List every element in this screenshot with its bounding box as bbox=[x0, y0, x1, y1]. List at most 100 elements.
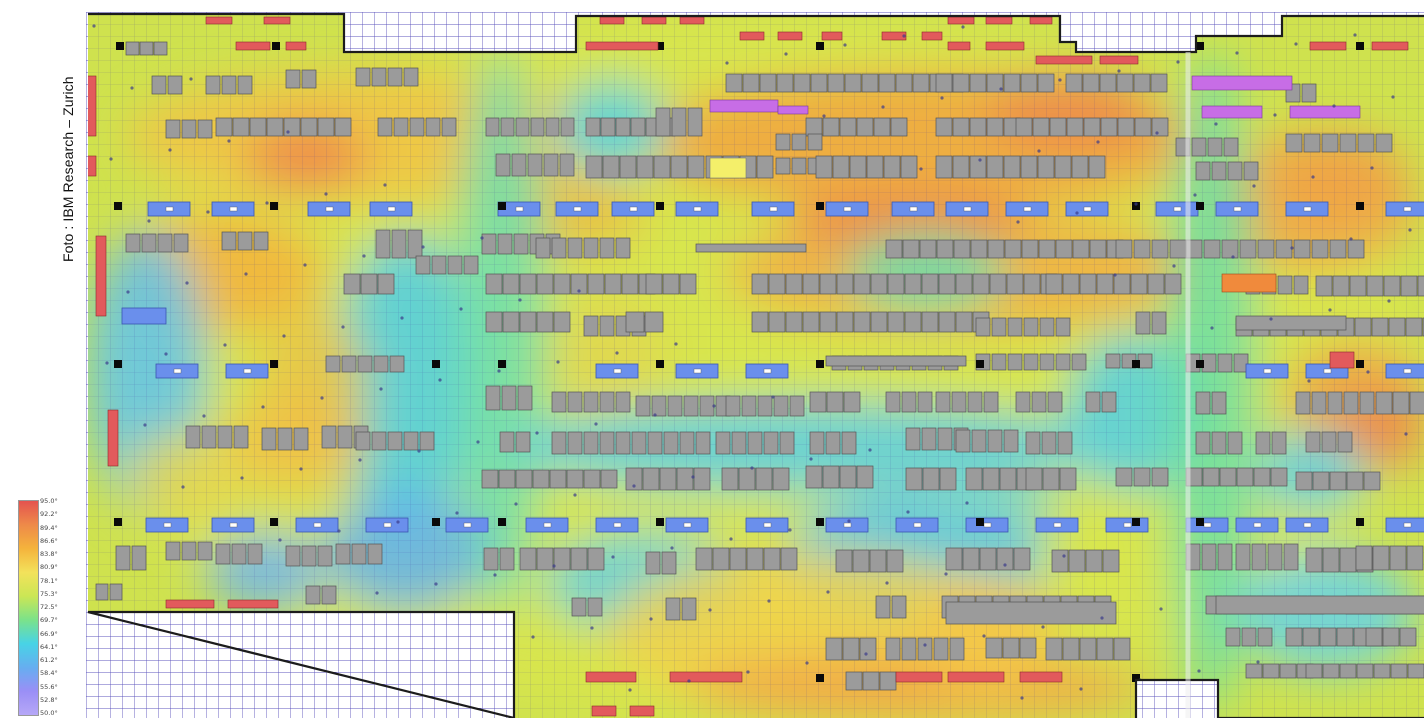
rack-strip bbox=[695, 243, 807, 253]
legend-tick: 80.9° bbox=[40, 563, 58, 572]
pillar bbox=[1196, 202, 1204, 210]
sensor-point bbox=[1328, 308, 1332, 312]
sensor-point bbox=[1370, 166, 1374, 170]
server-rack bbox=[1321, 431, 1337, 453]
server-rack bbox=[141, 233, 157, 253]
legend-tick: 89.4° bbox=[40, 523, 58, 532]
server-rack bbox=[1382, 627, 1400, 647]
server-rack bbox=[921, 273, 939, 295]
server-rack bbox=[901, 391, 917, 413]
server-rack bbox=[900, 155, 918, 179]
server-rack bbox=[1339, 133, 1357, 153]
server-rack bbox=[655, 107, 671, 137]
sensor-point bbox=[864, 652, 868, 656]
sensor-point bbox=[1332, 104, 1336, 108]
sensor-point bbox=[265, 201, 269, 205]
server-rack bbox=[1137, 353, 1153, 369]
server-rack bbox=[989, 273, 1007, 295]
server-rack bbox=[1065, 73, 1083, 93]
server-rack bbox=[1195, 161, 1211, 181]
sensor-point bbox=[1172, 264, 1176, 268]
sensor-point bbox=[615, 351, 619, 355]
server-rack bbox=[1275, 239, 1293, 259]
server-rack bbox=[515, 117, 530, 137]
server-rack bbox=[935, 391, 951, 413]
sensor-point bbox=[105, 361, 109, 365]
sensor-point bbox=[375, 591, 379, 595]
crac-vent bbox=[463, 522, 472, 528]
server-rack bbox=[305, 585, 321, 605]
server-rack bbox=[1211, 391, 1227, 415]
server-rack bbox=[1055, 239, 1073, 259]
server-rack bbox=[890, 117, 908, 137]
server-rack bbox=[1195, 391, 1211, 415]
server-rack bbox=[625, 311, 645, 333]
server-rack bbox=[485, 311, 503, 333]
sensor-point bbox=[670, 546, 674, 550]
sensor-point bbox=[1117, 69, 1121, 73]
sensor-point bbox=[1197, 669, 1201, 673]
server-rack bbox=[827, 73, 845, 93]
server-rack bbox=[1037, 73, 1055, 93]
crac-vent bbox=[1403, 368, 1412, 374]
server-rack bbox=[1083, 117, 1101, 137]
server-rack bbox=[1349, 275, 1367, 297]
crac-vent bbox=[1403, 522, 1412, 528]
server-rack bbox=[1365, 627, 1383, 647]
server-rack bbox=[231, 543, 247, 565]
pillar bbox=[432, 518, 440, 526]
server-rack bbox=[625, 467, 643, 491]
server-rack bbox=[621, 273, 639, 295]
sensor-point bbox=[923, 643, 927, 647]
server-rack bbox=[497, 233, 513, 255]
power-unit bbox=[1019, 671, 1063, 683]
pillar bbox=[1132, 360, 1140, 368]
legend-tick: 86.6° bbox=[40, 536, 58, 545]
server-rack bbox=[387, 67, 403, 87]
server-rack bbox=[665, 597, 681, 621]
crac-vent bbox=[1323, 368, 1332, 374]
server-rack bbox=[389, 355, 405, 373]
server-rack bbox=[785, 273, 803, 295]
server-rack bbox=[1255, 431, 1271, 455]
server-rack bbox=[515, 431, 531, 453]
sensor-point bbox=[826, 590, 830, 594]
server-rack bbox=[856, 465, 874, 489]
sensor-point bbox=[202, 414, 206, 418]
power-unit bbox=[679, 16, 705, 25]
legend-tick: 92.2° bbox=[40, 510, 58, 519]
server-rack bbox=[870, 311, 888, 333]
power-unit bbox=[88, 75, 97, 137]
sensor-point bbox=[164, 352, 168, 356]
crac-vent bbox=[325, 206, 334, 212]
server-rack bbox=[1150, 73, 1168, 93]
legend-color-scale bbox=[18, 500, 39, 716]
server-rack bbox=[1285, 133, 1303, 153]
sensor-point bbox=[653, 413, 657, 417]
server-rack bbox=[502, 311, 520, 333]
server-rack bbox=[1082, 73, 1100, 93]
server-rack bbox=[1389, 545, 1407, 571]
sensor-point bbox=[244, 272, 248, 276]
server-rack bbox=[839, 117, 857, 137]
server-rack bbox=[659, 467, 677, 491]
server-rack bbox=[1003, 73, 1021, 93]
server-rack bbox=[815, 155, 833, 179]
server-rack bbox=[1312, 471, 1330, 491]
server-rack bbox=[403, 67, 419, 87]
server-rack bbox=[935, 73, 953, 93]
room-wall bbox=[87, 12, 1424, 718]
server-rack bbox=[232, 117, 250, 137]
server-rack bbox=[337, 425, 353, 449]
server-rack bbox=[772, 467, 790, 491]
sensor-point bbox=[383, 183, 387, 187]
server-rack bbox=[502, 273, 520, 295]
server-rack bbox=[1096, 637, 1114, 661]
server-rack bbox=[663, 431, 679, 455]
server-rack bbox=[653, 155, 671, 179]
sensor-point bbox=[674, 342, 678, 346]
server-rack bbox=[1085, 391, 1101, 413]
server-rack bbox=[1339, 663, 1357, 679]
server-rack bbox=[571, 597, 587, 617]
server-rack bbox=[317, 117, 335, 137]
